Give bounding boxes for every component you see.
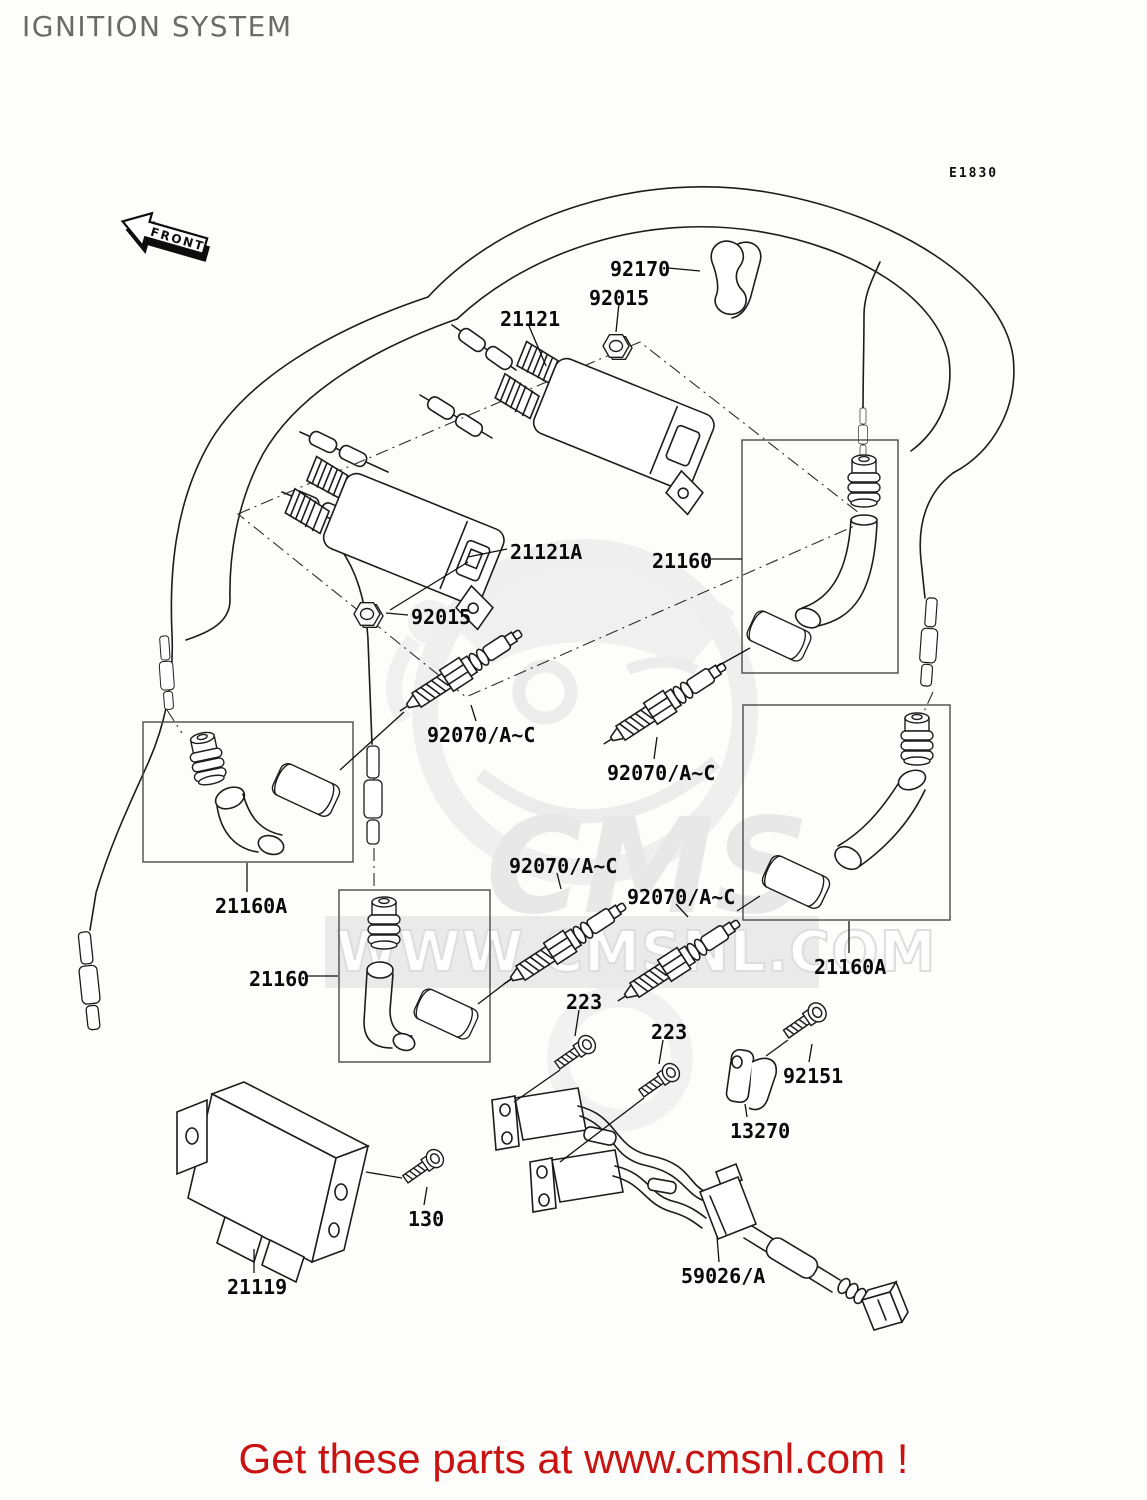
diagram-code: E1830 [949,166,999,181]
callout-92070-1: 92070/A~C [427,723,536,747]
page-title: IGNITION SYSTEM [22,10,293,43]
nut-92015-mid [353,602,384,628]
bolt-223-1-target-line [513,1069,561,1103]
callout-21160A-right: 21160A [814,955,887,979]
plug-cap-kit-21160-right [715,439,899,674]
front-direction-marker: FRONT [120,211,211,262]
callout-21160-right: 21160 [652,549,713,573]
callout-130: 130 [408,1207,445,1231]
callout-223-2: 223 [651,1020,688,1044]
bolt-92151-target-line [765,1039,789,1057]
callout-59026A: 59026/A [681,1264,766,1288]
pickup-coil-assembly-59026 [491,1087,909,1331]
plug-cap-kit-21160A-right [736,704,951,921]
callout-92015-mid: 92015 [411,605,472,629]
bolt-223-2-target-line [559,1097,645,1163]
callout-21160A-left: 21160A [215,894,288,918]
callout-92070-3: 92070/A~C [509,854,618,878]
callout-92070-2: 92070/A~C [607,761,716,785]
callout-21121A: 21121A [510,540,583,564]
callout-21160-lower: 21160 [249,967,310,991]
callout-223-1: 223 [566,990,603,1014]
ignition-coil-21121A [284,455,505,631]
cms-watermark: CMS WWW.CMSNL.COM [325,539,936,1131]
clamp-13270 [725,1048,777,1111]
callout-92151: 92151 [783,1064,844,1088]
callout-21121: 21121 [500,307,561,331]
callout-leader-lines [246,267,850,1273]
spark-plug-1 [392,621,529,723]
callout-92070-4: 92070/A~C [627,885,736,909]
ignition-coil-21121 [494,340,715,516]
callout-21119: 21119 [227,1275,288,1299]
igniter-unit-21119 [176,1081,403,1284]
callout-92015-top: 92015 [589,286,650,310]
cmsnl-promo-text: Get these parts at www.cmsnl.com ! [238,1435,909,1482]
plug-cap-kit-21160A-left [142,711,405,863]
bolt-130 [399,1145,448,1188]
callout-92170: 92170 [610,257,671,281]
bolt-92151 [779,998,831,1043]
callout-13270: 13270 [730,1119,791,1143]
spark-plug-2 [596,654,733,756]
clamp-92170 [710,240,762,319]
plug-cap-kit-21160-lower [338,889,513,1063]
watermark-url-text: WWW.CMSNL.COM [336,920,936,985]
